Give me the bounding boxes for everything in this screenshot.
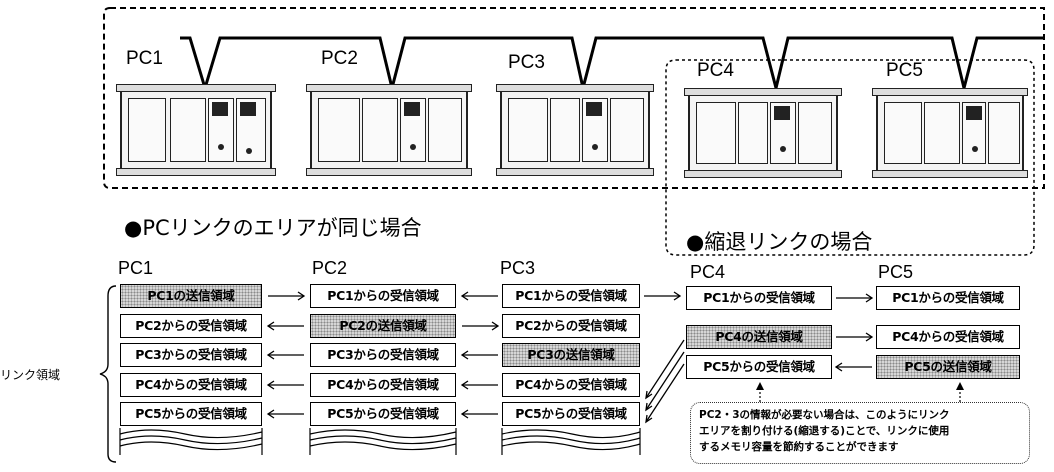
- arrows-col2-col3: [460, 291, 500, 419]
- reduced-group-box: [665, 59, 1035, 256]
- area-cell-pc3-recv: PC2からの受信領域: [502, 314, 640, 338]
- pc1-label: PC1: [126, 48, 163, 69]
- pc4-label: PC4: [697, 60, 734, 81]
- area-cell-pc4-recv: PC1からの受信領域: [686, 286, 832, 310]
- arrows-col4-col5: [834, 293, 874, 372]
- area-cell-pc1-recv: PC2からの受信領域: [120, 314, 262, 338]
- area-cell-pc1-recv: PC5からの受信領域: [120, 402, 262, 426]
- pc5-label: PC5: [886, 60, 923, 81]
- area-cell-pc2-recv: PC1からの受信領域: [310, 284, 456, 308]
- area-cell-pc4-recv: PC5からの受信領域: [686, 355, 832, 379]
- plc-unit-pc1: [116, 84, 276, 176]
- column-label-pc3: PC3: [500, 258, 536, 278]
- note-line: エリアを割り付ける(縮退する)ことで、リンクに使用: [699, 425, 950, 437]
- arrows-col3-col4: [644, 291, 685, 424]
- area-cell-pc5-recv: PC4からの受信領域: [876, 325, 1020, 349]
- heading-reduced-link: ●縮退リンクの場合: [686, 230, 873, 254]
- note-line: PC2・3の情報が必要ない場合は、このようにリンク: [699, 409, 950, 421]
- area-cell-pc4-send: PC4の送信領域: [686, 325, 832, 349]
- reduced-link-note: PC2・3の情報が必要ない場合は、このようにリンク エリアを割り付ける(縮退する…: [690, 402, 1030, 464]
- note-pointer-heads: [756, 382, 964, 390]
- column-label-pc1: PC1: [118, 258, 154, 278]
- heading-same-area: ●PCリンクのエリアが同じ場合: [124, 216, 422, 240]
- area-cell-pc1-send: PC1の送信領域: [120, 284, 262, 308]
- area-cell-pc1-recv: PC3からの受信領域: [120, 343, 262, 367]
- area-cell-pc5-send: PC5の送信領域: [876, 355, 1020, 379]
- pc3-label: PC3: [508, 52, 545, 73]
- arrows-col1-col2: [266, 291, 306, 419]
- area-cell-pc3-recv: PC4からの受信領域: [502, 373, 640, 397]
- link-area-brace: [99, 285, 117, 463]
- area-cell-pc5-recv: PC1からの受信領域: [876, 286, 1020, 310]
- plc-unit-pc4: [684, 88, 842, 178]
- area-cell-pc2-recv: PC5からの受信領域: [310, 402, 456, 426]
- area-cell-pc3-recv: PC5からの受信領域: [502, 402, 640, 426]
- column-label-pc4: PC4: [690, 262, 726, 282]
- note-pointers: [759, 384, 961, 402]
- column-label-pc5: PC5: [878, 262, 914, 282]
- area-cell-pc2-recv: PC3からの受信領域: [310, 343, 456, 367]
- column-label-pc2: PC2: [312, 258, 348, 278]
- plc-unit-pc2: [306, 84, 472, 176]
- area-cell-pc2-recv: PC4からの受信領域: [310, 373, 456, 397]
- area-cell-pc3-send: PC3の送信領域: [502, 343, 640, 367]
- area-cell-pc3-recv: PC1からの受信領域: [502, 284, 640, 308]
- continuation-waves: [119, 428, 641, 455]
- pc2-label: PC2: [321, 48, 358, 69]
- link-area-label: リンク領域: [0, 368, 61, 382]
- area-cell-pc2-send: PC2の送信領域: [310, 314, 456, 338]
- area-cell-pc1-recv: PC4からの受信領域: [120, 373, 262, 397]
- plc-unit-pc3: [496, 84, 654, 176]
- note-line: するメモリ容量を節約することができます: [699, 441, 899, 453]
- network-dashed-box: [103, 7, 1045, 189]
- plc-unit-pc5: [872, 88, 1028, 178]
